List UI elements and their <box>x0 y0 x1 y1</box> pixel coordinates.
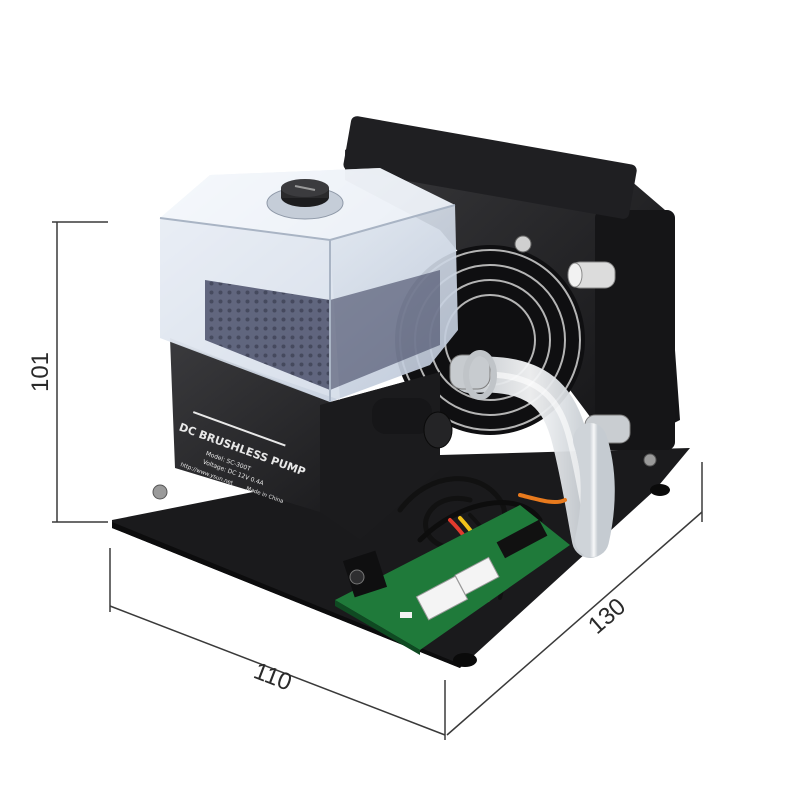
radiator-inlet-fitting <box>567 261 616 289</box>
dc-power-jack-icon <box>349 569 365 585</box>
fill-cap-icon <box>266 179 344 220</box>
tube-clamp-icon <box>463 350 497 400</box>
pump-body <box>170 338 491 540</box>
dimension-lines <box>52 221 703 740</box>
control-pcb <box>335 505 570 655</box>
height-dimension-label: 101 <box>27 352 54 392</box>
connector-block <box>454 556 500 596</box>
screw-icon <box>514 235 532 253</box>
screw-icon <box>643 453 657 467</box>
width-dimension-label: 110 <box>250 658 295 697</box>
depth-dimension-label: 130 <box>583 593 631 640</box>
reservoir-tank <box>159 168 458 402</box>
screw-icon <box>152 484 168 500</box>
